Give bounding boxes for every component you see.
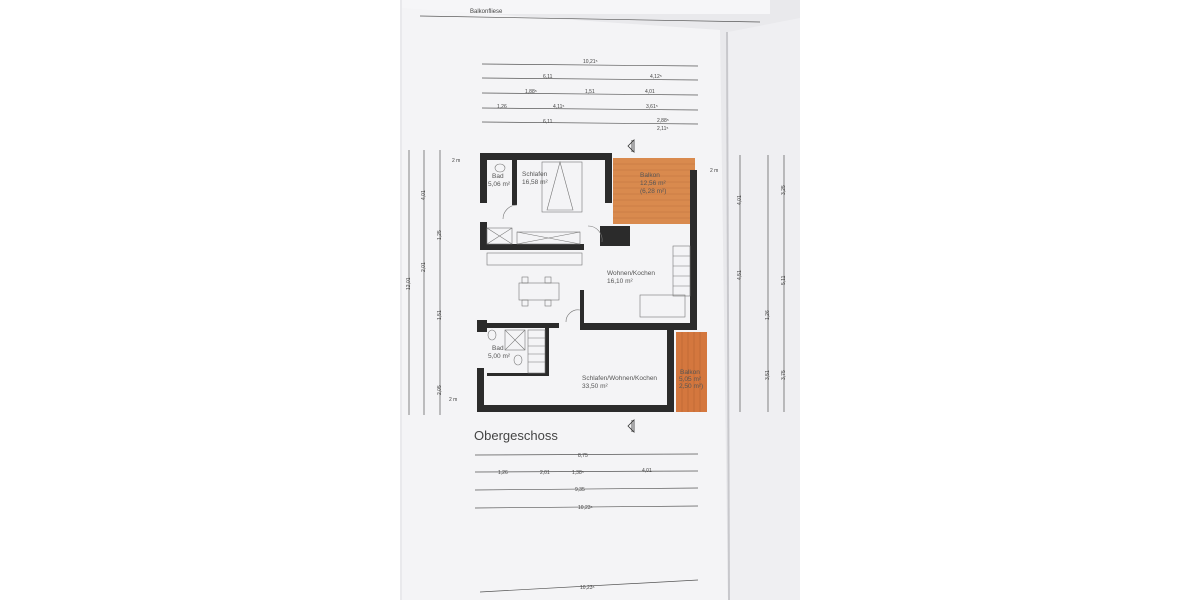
svg-text:5,11: 5,11 (781, 275, 787, 285)
section-marker-icon (627, 139, 635, 153)
svg-text:12,01: 12,01 (406, 277, 412, 290)
svg-text:1,26: 1,26 (765, 310, 771, 320)
svg-text:Bad: Bad (492, 345, 504, 352)
svg-text:5,06 m²: 5,06 m² (488, 181, 511, 188)
svg-text:Bad: Bad (492, 173, 504, 180)
svg-text:16,58 m²: 16,58 m² (522, 179, 548, 186)
svg-text:16,10 m²: 16,10 m² (607, 278, 633, 285)
svg-text:2,01: 2,01 (540, 470, 550, 476)
svg-text:Balkon: Balkon (640, 172, 660, 179)
svg-text:6,11: 6,11 (543, 119, 553, 125)
level-mark: 2 m (710, 168, 718, 174)
svg-text:10,23⁵: 10,23⁵ (580, 585, 595, 591)
floor-plan: Balkonfliese 10,21⁵ 6,11 4,12⁵ 1,88⁵ 1,5… (402, 0, 800, 601)
top-caption: Balkonfliese (470, 9, 503, 15)
fixtures (486, 160, 691, 374)
svg-text:1,26: 1,26 (498, 470, 508, 476)
left-dimensions: 4,01 2,01 1,25 1,51 2,05 12,01 (406, 150, 443, 415)
svg-text:2,50 m²): 2,50 m²) (679, 383, 703, 390)
floor-plan-photo: Balkonfliese 10,21⁵ 6,11 4,12⁵ 1,88⁵ 1,5… (400, 0, 800, 601)
svg-text:1,25: 1,25 (437, 230, 443, 240)
svg-text:8,75: 8,75 (578, 453, 588, 459)
level-mark: 2 m (449, 397, 457, 403)
svg-text:3,75: 3,75 (781, 370, 787, 380)
svg-text:1,26: 1,26 (497, 104, 507, 110)
room-schlafen-wohnen-kochen: Schlafen/Wohnen/Kochen 33,50 m² (582, 375, 657, 390)
room-bad-1: Bad 5,06 m² (488, 173, 511, 188)
svg-text:3,61⁵: 3,61⁵ (646, 104, 658, 110)
svg-text:2,05: 2,05 (437, 385, 443, 395)
page-fold (726, 31, 730, 601)
floor-title: Obergeschoss (474, 428, 558, 443)
svg-text:Balkon: Balkon (680, 369, 700, 376)
svg-text:2,88⁵: 2,88⁵ (657, 118, 669, 124)
svg-text:4,11⁵: 4,11⁵ (553, 104, 564, 110)
svg-text:10,23⁵: 10,23⁵ (578, 505, 593, 511)
svg-text:1,51: 1,51 (585, 89, 595, 95)
svg-text:4,12⁵: 4,12⁵ (650, 74, 662, 80)
balcony-tiles (613, 163, 695, 219)
caption-line (419, 15, 761, 23)
svg-text:9,35: 9,35 (575, 487, 585, 493)
level-mark: 2 m (452, 158, 460, 164)
back-sheet (402, 0, 770, 14)
svg-text:6,11: 6,11 (543, 74, 553, 80)
stove-icon (606, 228, 630, 242)
svg-text:5,00 m²: 5,00 m² (488, 353, 511, 360)
svg-text:1,51: 1,51 (437, 310, 443, 320)
svg-text:10,21⁵: 10,21⁵ (583, 59, 598, 65)
svg-text:(6,28 m²): (6,28 m²) (640, 188, 666, 195)
room-balkon-2: Balkon 5,05 m² 2,50 m²) (679, 369, 703, 390)
svg-text:1,88⁵: 1,88⁵ (525, 89, 537, 95)
section-marker-icon (627, 419, 635, 433)
svg-text:33,50 m²: 33,50 m² (582, 383, 608, 390)
svg-text:1,38⁵: 1,38⁵ (572, 470, 584, 476)
svg-text:Wohnen/Kochen: Wohnen/Kochen (607, 270, 655, 277)
balcony-upper (613, 158, 695, 224)
right-dimensions: 4,01 4,51 1,26 3,51 3,25 5,11 3,75 (737, 155, 787, 412)
svg-text:4,01: 4,01 (737, 195, 743, 205)
balcony-lower (676, 332, 707, 412)
svg-text:4,01: 4,01 (421, 190, 427, 200)
svg-text:4,01: 4,01 (642, 468, 652, 474)
bottom-dimensions: 8,75 1,26 2,01 1,38⁵ 4,01 9,35 10,23⁵ 10… (474, 453, 699, 593)
svg-text:4,01: 4,01 (645, 89, 655, 95)
balcony-lower-tiles (681, 332, 701, 412)
svg-text:5,05 m²: 5,05 m² (679, 376, 702, 383)
room-balkon-1: Balkon 12,56 m² (6,28 m²) (640, 172, 666, 195)
top-dimensions: 10,21⁵ 6,11 4,12⁵ 1,88⁵ 1,51 4,01 1,26 4… (481, 59, 699, 132)
svg-text:Schlafen/Wohnen/Kochen: Schlafen/Wohnen/Kochen (582, 375, 657, 382)
svg-text:3,25: 3,25 (781, 185, 787, 195)
svg-text:4,51: 4,51 (737, 270, 743, 280)
svg-text:12,56 m²: 12,56 m² (640, 180, 666, 187)
right-page (728, 18, 800, 600)
svg-text:2,11⁵: 2,11⁵ (657, 126, 668, 132)
svg-text:Schlafen: Schlafen (522, 171, 548, 178)
svg-text:2,01: 2,01 (421, 262, 427, 272)
room-bad-2: Bad 5,00 m² (488, 345, 511, 360)
svg-text:3,51: 3,51 (765, 370, 771, 380)
room-wohnen-kochen: Wohnen/Kochen 16,10 m² (607, 270, 655, 285)
left-page (402, 8, 728, 600)
room-schlafen: Schlafen 16,58 m² (522, 171, 548, 186)
